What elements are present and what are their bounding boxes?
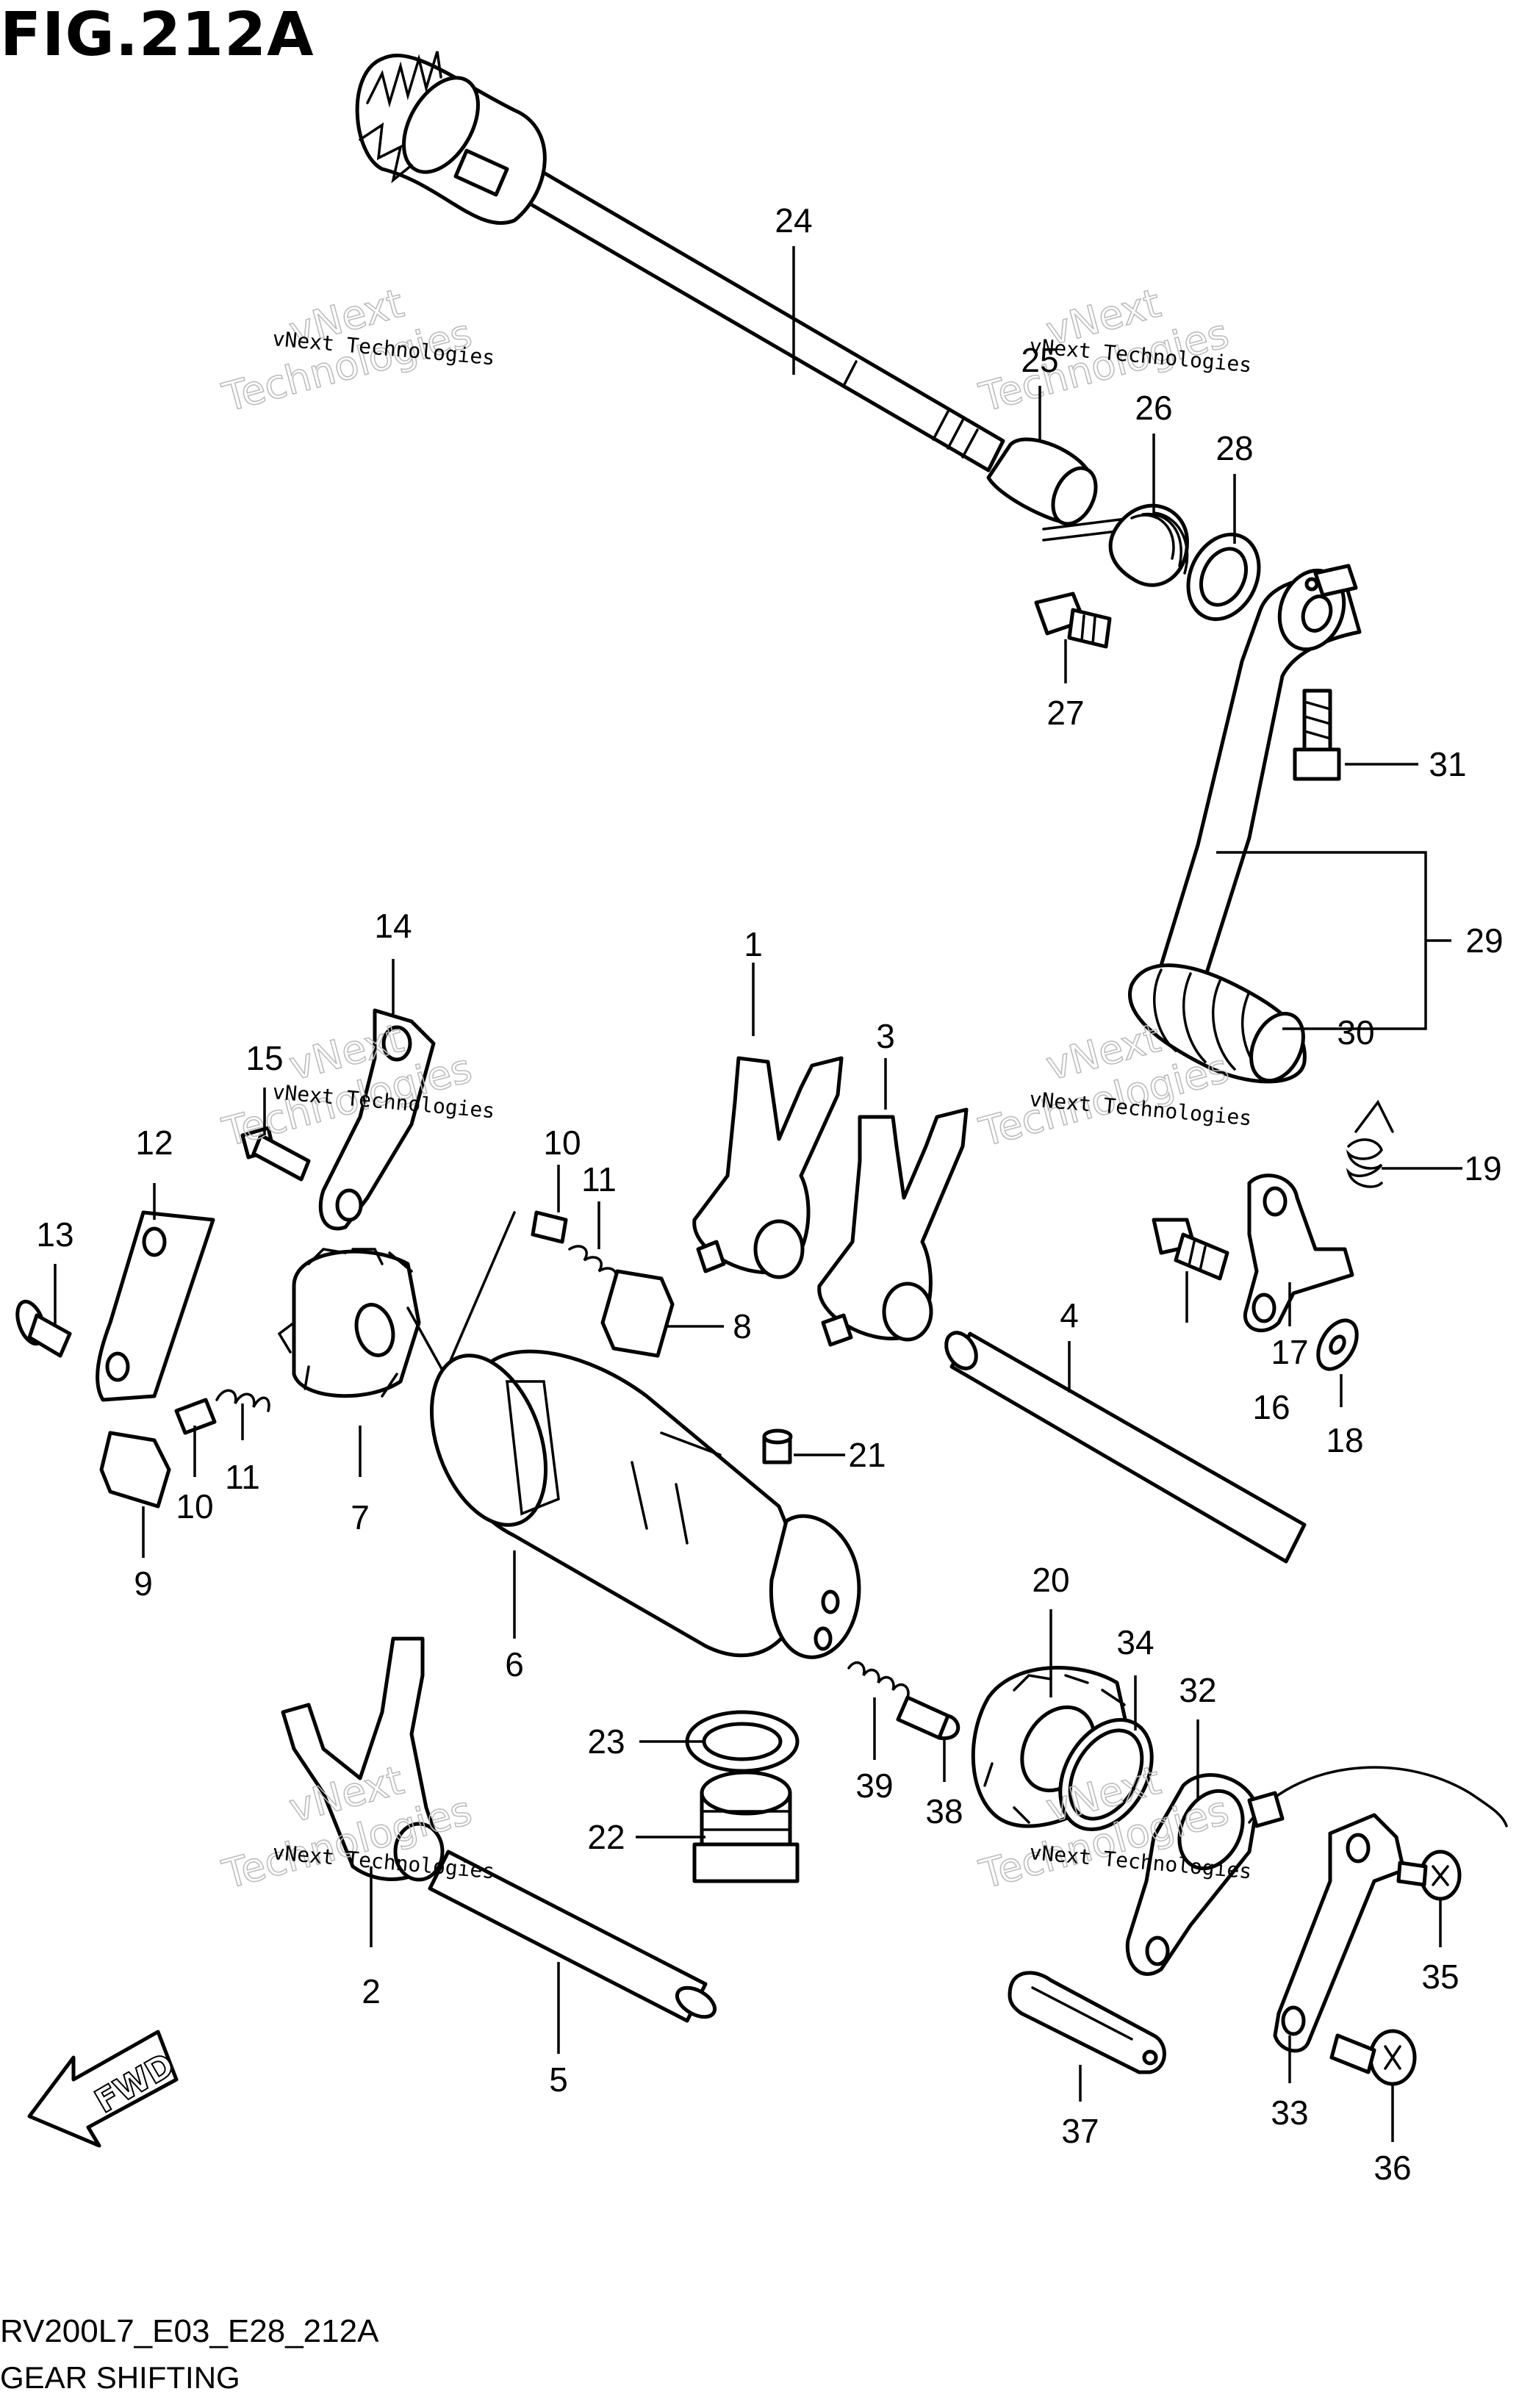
callout-9: 9: [134, 1564, 153, 1603]
spring-11-upper: [568, 1245, 617, 1284]
callout-27: 27: [1046, 694, 1084, 732]
callout-34: 34: [1116, 1623, 1154, 1661]
cam-stopper-plate: [318, 1008, 436, 1231]
cable-bracket: [1273, 1813, 1406, 2053]
callout-38: 38: [925, 1792, 963, 1830]
screw-13: [15, 1299, 72, 1358]
stopper-9: [99, 1431, 171, 1509]
leader-lines: [54, 246, 1462, 2142]
figure-title: FIG.212A: [0, 0, 315, 70]
direction-badge: FWD: [27, 2030, 182, 2148]
gear-shift-lever: [1128, 564, 1362, 1084]
pin-21: [762, 1428, 793, 1464]
gearshift-drum: [429, 1349, 861, 1659]
screw-36: [1329, 2029, 1417, 2086]
callout-35: 35: [1421, 1958, 1459, 1996]
stopper-plate: [96, 1210, 215, 1402]
callout-labels: 24 25 26 28 27 31 29 30 1 3 4 14 15 12 1…: [36, 201, 1503, 2187]
gearshift-fork-3: [817, 1107, 969, 1347]
gearshift-cam: [277, 1211, 516, 1398]
o-ring-34: [1058, 1717, 1154, 1832]
callout-3: 3: [876, 1017, 895, 1055]
callout-4: 4: [1060, 1296, 1079, 1334]
callout-33: 33: [1271, 2093, 1308, 2132]
callout-17: 17: [1271, 1333, 1308, 1371]
callout-26: 26: [1135, 389, 1172, 427]
callout-28: 28: [1215, 429, 1253, 467]
fork-shaft-4: [944, 1331, 1307, 1564]
callout-5: 5: [549, 2060, 568, 2099]
spring-39: [847, 1661, 910, 1699]
callout-31: 31: [1429, 745, 1466, 783]
callout-14: 14: [374, 907, 412, 945]
callout-8: 8: [733, 1307, 752, 1345]
callout-15: 15: [245, 1039, 283, 1077]
callout-24: 24: [775, 201, 812, 240]
model-code: RV200L7_E03_E28_212A: [0, 2313, 379, 2349]
gearshift-fork-1: [692, 1056, 844, 1279]
callout-18: 18: [1326, 1421, 1363, 1459]
callout-10-upper: 10: [543, 1124, 581, 1162]
callout-16: 16: [1252, 1388, 1290, 1426]
callout-36: 36: [1373, 2149, 1411, 2187]
spring-19: [1346, 1099, 1394, 1188]
cable-clamp: [1008, 1971, 1166, 2074]
forward-arrow-icon: [27, 2030, 179, 2148]
callout-37: 37: [1061, 2112, 1099, 2150]
callout-29: 29: [1465, 921, 1503, 960]
pin-10-upper: [531, 1210, 568, 1244]
gear-shift-shaft: [355, 51, 1005, 472]
callout-11-lower: 11: [225, 1458, 260, 1496]
callout-6: 6: [505, 1645, 524, 1683]
plug-22: [692, 1770, 800, 1883]
section-name: GEAR SHIFTING: [0, 2360, 240, 2395]
bolt-17: [1152, 1218, 1229, 1281]
pin-38: [896, 1695, 960, 1741]
stopper-bolt: [1034, 592, 1112, 649]
callout-22: 22: [587, 1818, 625, 1856]
callout-10-lower: 10: [176, 1487, 213, 1525]
fork-shaft-5: [428, 1850, 717, 2023]
callout-2: 2: [362, 1972, 381, 2010]
shaft-collar: [986, 437, 1098, 526]
callout-19: 19: [1464, 1149, 1501, 1187]
gearshift-fork-2: [281, 1636, 445, 1882]
callout-25: 25: [1021, 341, 1058, 379]
return-spring: [1042, 503, 1189, 587]
callout-11-upper: 11: [581, 1160, 617, 1198]
callout-21: 21: [848, 1436, 886, 1474]
washer-18: [1316, 1318, 1359, 1371]
callout-30: 30: [1337, 1013, 1374, 1052]
callout-13: 13: [36, 1215, 73, 1254]
callout-20: 20: [1032, 1561, 1069, 1599]
callout-1: 1: [744, 925, 763, 963]
callout-32: 32: [1179, 1671, 1216, 1709]
pin-10-lower: [174, 1398, 217, 1435]
callout-23: 23: [587, 1722, 625, 1761]
callout-7: 7: [351, 1498, 370, 1537]
gear-position-switch: [1125, 1766, 1508, 1976]
screw-35: [1396, 1850, 1462, 1901]
callout-12: 12: [135, 1124, 173, 1162]
callout-39: 39: [855, 1767, 893, 1805]
oil-seal: [1186, 532, 1261, 622]
bracket-16: [1243, 1174, 1354, 1333]
stopper-8: [600, 1269, 675, 1358]
lever-bolt: [1293, 689, 1341, 781]
spring-11-lower: [215, 1389, 270, 1412]
